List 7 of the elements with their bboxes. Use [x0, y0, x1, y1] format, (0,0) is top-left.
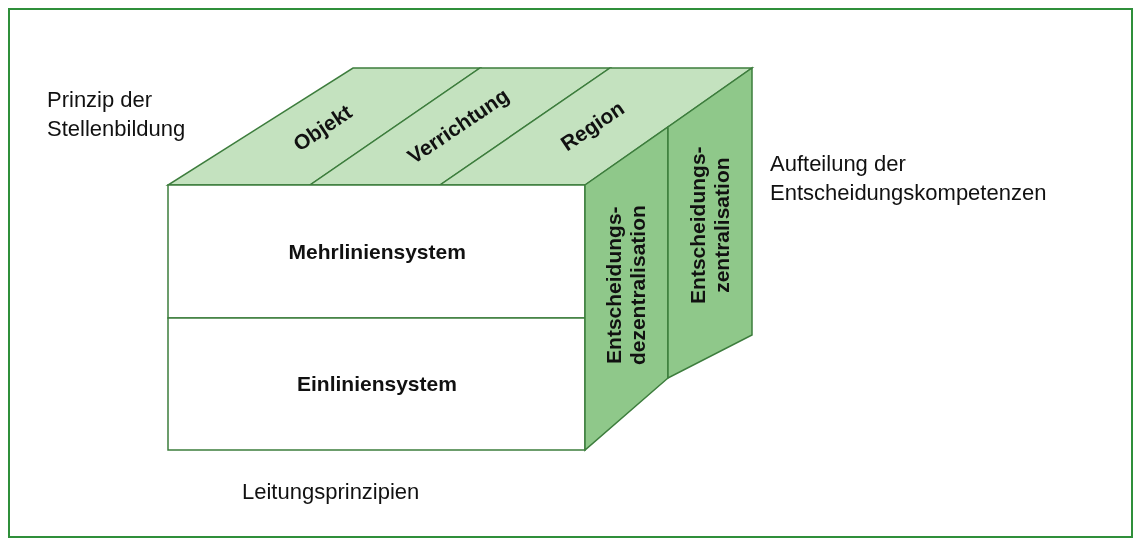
- face-label: Einliniensystem: [297, 372, 457, 397]
- face-label: Mehrliniensystem: [288, 240, 466, 265]
- face-label: Entscheidungs- dezentralisation: [601, 204, 650, 368]
- face-label: Entscheidungs- zentralisation: [685, 145, 734, 306]
- axis-caption: Aufteilung der Entscheidungskompetenzen: [770, 150, 1048, 207]
- axis-caption: Prinzip der Stellenbildung: [47, 86, 187, 143]
- axis-caption: Leitungsprinzipien: [242, 478, 421, 506]
